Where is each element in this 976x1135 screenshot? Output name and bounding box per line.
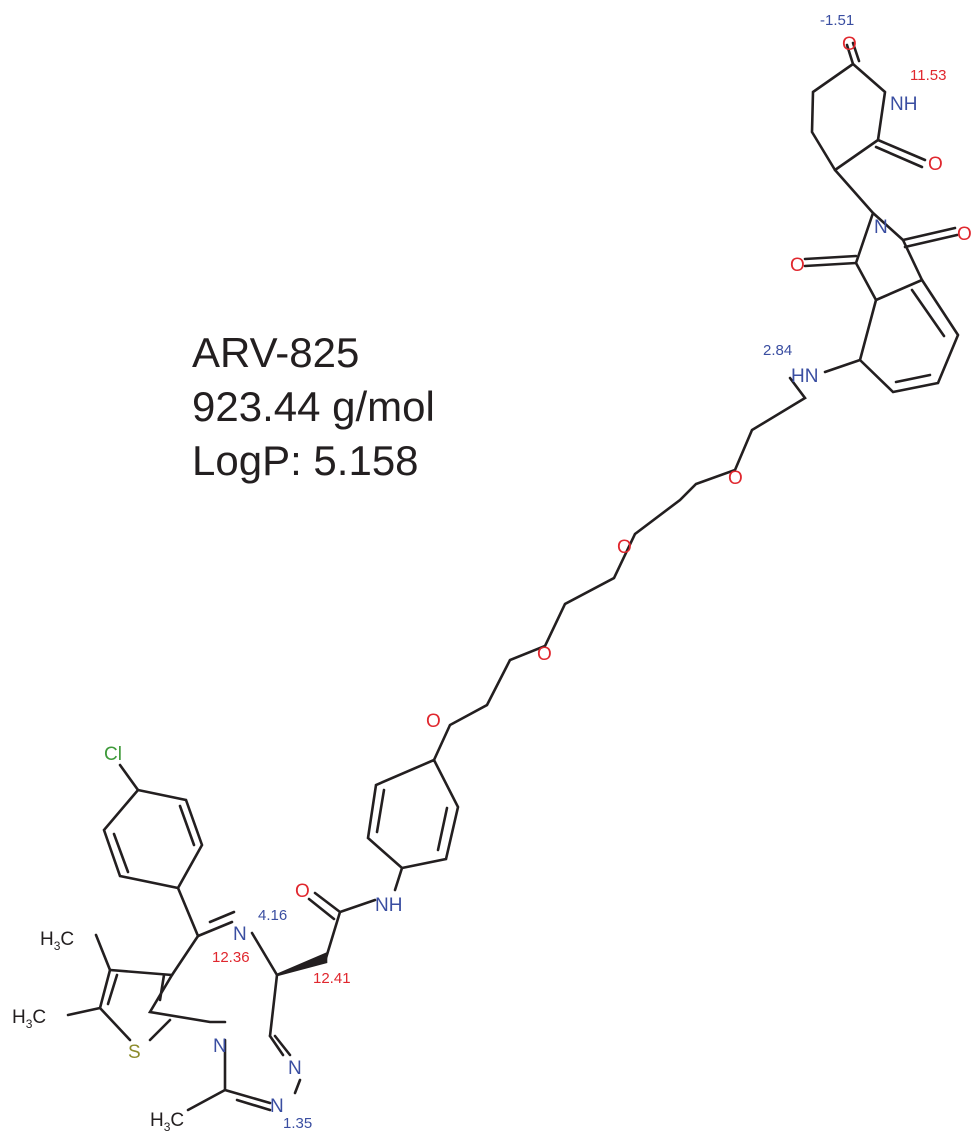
- bond-carbonyl: [901, 226, 959, 249]
- pka-ch2: 12.41: [313, 970, 351, 987]
- atom-hn: HN: [791, 366, 818, 387]
- bond: [823, 358, 862, 374]
- bond-aromatic-inner: [375, 788, 449, 852]
- pka-ring-ch: 12.36: [212, 949, 250, 966]
- molar-mass: 923.44 g/mol: [192, 383, 435, 430]
- atom-o: O: [957, 224, 972, 245]
- atom-n: N: [288, 1058, 302, 1079]
- bond-carbonyl: [803, 254, 858, 268]
- bond-imide-carbonyl: [845, 41, 861, 66]
- bond: [102, 788, 204, 938]
- bond: [393, 866, 404, 892]
- bond-aromatic-inner: [894, 288, 946, 384]
- atom-o: O: [790, 255, 805, 276]
- bond-aromatic-inner: [112, 804, 196, 874]
- compound-name: ARV-825: [192, 329, 360, 376]
- bond-double: [106, 973, 166, 1006]
- bonds: [66, 41, 960, 1112]
- bond: [196, 910, 236, 938]
- atom-n: N: [213, 1036, 227, 1057]
- bond: [324, 898, 377, 960]
- bond: [432, 376, 807, 762]
- atom-cl: Cl: [104, 744, 122, 765]
- bond: [250, 931, 279, 977]
- logp-value: LogP: 5.158: [192, 437, 419, 484]
- pka-imide-nh: 11.53: [910, 67, 946, 84]
- methyl-label: H3C: [40, 929, 74, 953]
- pka-triazole-n: 1.35: [283, 1115, 312, 1132]
- atom-n: N: [270, 1096, 284, 1117]
- bond: [854, 211, 924, 302]
- bond: [858, 278, 960, 394]
- atom-s: S: [128, 1042, 141, 1063]
- atom-nh: NH: [890, 94, 917, 115]
- pka-labels: -1.51 11.53 2.84 4.16 12.36 12.41 1.35: [212, 12, 946, 1132]
- compound-info: ARV-825 923.44 g/mol LogP: 5.158: [192, 326, 435, 488]
- atom-o: O: [928, 154, 943, 175]
- bond-carbonyl: [874, 138, 927, 169]
- atom-o: O: [728, 468, 743, 489]
- atom-nh: NH: [375, 895, 402, 916]
- atom-o: O: [295, 881, 310, 902]
- pka-azepine-n: 4.16: [258, 907, 287, 924]
- atom-labels: O NH O N O O HN O O O O NH O N S N N N C…: [12, 34, 972, 1134]
- bond: [118, 763, 140, 792]
- bond-double: [235, 1034, 292, 1112]
- bond-ring-to-n: [833, 168, 875, 215]
- bond: [98, 968, 174, 1042]
- bond-carbonyl: [307, 891, 342, 921]
- wedge-bond: [276, 952, 328, 977]
- pka-imide-o: -1.51: [820, 12, 854, 29]
- atom-n: N: [874, 217, 888, 238]
- pka-aniline-nh: 2.84: [763, 342, 792, 359]
- atom-o: O: [537, 644, 552, 665]
- bond: [66, 933, 227, 1112]
- atom-o: O: [842, 34, 857, 55]
- atom-o: O: [617, 537, 632, 558]
- bond: [810, 62, 887, 172]
- atom-n: N: [233, 924, 247, 945]
- methyl-label: H3C: [150, 1110, 184, 1134]
- atom-o: O: [426, 711, 441, 732]
- methyl-label: H3C: [12, 1007, 46, 1031]
- bond: [147, 934, 279, 1038]
